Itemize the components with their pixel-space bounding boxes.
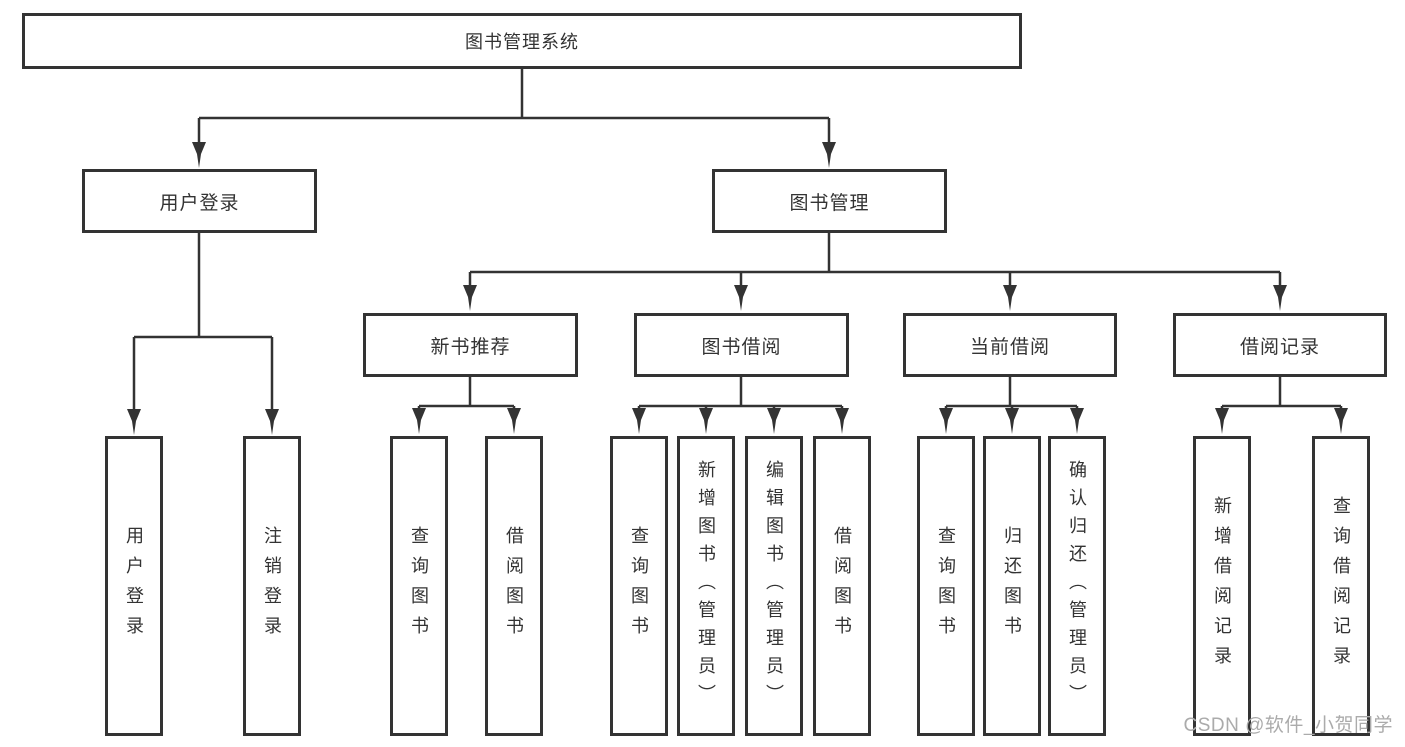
leaf-borrow-books-newbook: 借阅图书 [485, 436, 543, 736]
leaf-logout: 注销登录 [243, 436, 301, 736]
node-borrow-records: 借阅记录 [1173, 313, 1387, 377]
leaf-query-borrow-record: 查询借阅记录 [1312, 436, 1370, 736]
node-user-login-branch: 用户登录 [82, 169, 317, 233]
leaf-query-books-borrow: 查询图书 [610, 436, 668, 736]
leaf-label: 查询图书 [629, 526, 649, 646]
node-current-borrow: 当前借阅 [903, 313, 1117, 377]
leaf-label: 确认归还（管理员） [1067, 460, 1087, 712]
leaf-query-books-newbook: 查询图书 [390, 436, 448, 736]
leaf-add-book-admin: 新增图书（管理员） [677, 436, 735, 736]
leaf-confirm-return-admin: 确认归还（管理员） [1048, 436, 1106, 736]
leaf-add-borrow-record: 新增借阅记录 [1193, 436, 1251, 736]
node-label: 图书借阅 [701, 336, 782, 358]
leaf-label: 查询图书 [409, 526, 429, 646]
leaf-label: 用户登录 [124, 526, 144, 646]
leaf-label: 借阅图书 [832, 526, 852, 646]
leaf-label: 编辑图书（管理员） [764, 460, 784, 712]
leaf-edit-book-admin: 编辑图书（管理员） [745, 436, 803, 736]
node-book-management-branch: 图书管理 [712, 169, 947, 233]
leaf-label: 新增借阅记录 [1212, 496, 1232, 676]
node-label: 图书管理系统 [465, 32, 579, 52]
leaf-user-login: 用户登录 [105, 436, 163, 736]
leaf-label: 查询借阅记录 [1331, 496, 1351, 676]
leaf-query-books-current: 查询图书 [917, 436, 975, 736]
leaf-borrow-books: 借阅图书 [813, 436, 871, 736]
node-book-borrow: 图书借阅 [634, 313, 849, 377]
node-label: 图书管理 [789, 192, 870, 214]
leaf-return-books: 归还图书 [983, 436, 1041, 736]
node-label: 当前借阅 [969, 336, 1050, 358]
leaf-label: 注销登录 [262, 526, 282, 646]
node-new-book-recommend: 新书推荐 [363, 313, 578, 377]
node-label: 借阅记录 [1239, 336, 1320, 358]
node-label: 用户登录 [159, 192, 240, 214]
leaf-label: 查询图书 [936, 526, 956, 646]
node-root-system: 图书管理系统 [22, 13, 1022, 69]
leaf-label: 新增图书（管理员） [696, 460, 716, 712]
node-label: 新书推荐 [430, 336, 511, 358]
leaf-label: 借阅图书 [504, 526, 524, 646]
leaf-label: 归还图书 [1002, 526, 1022, 646]
csdn-watermark: CSDN @软件_小贺同学 [1183, 715, 1393, 736]
